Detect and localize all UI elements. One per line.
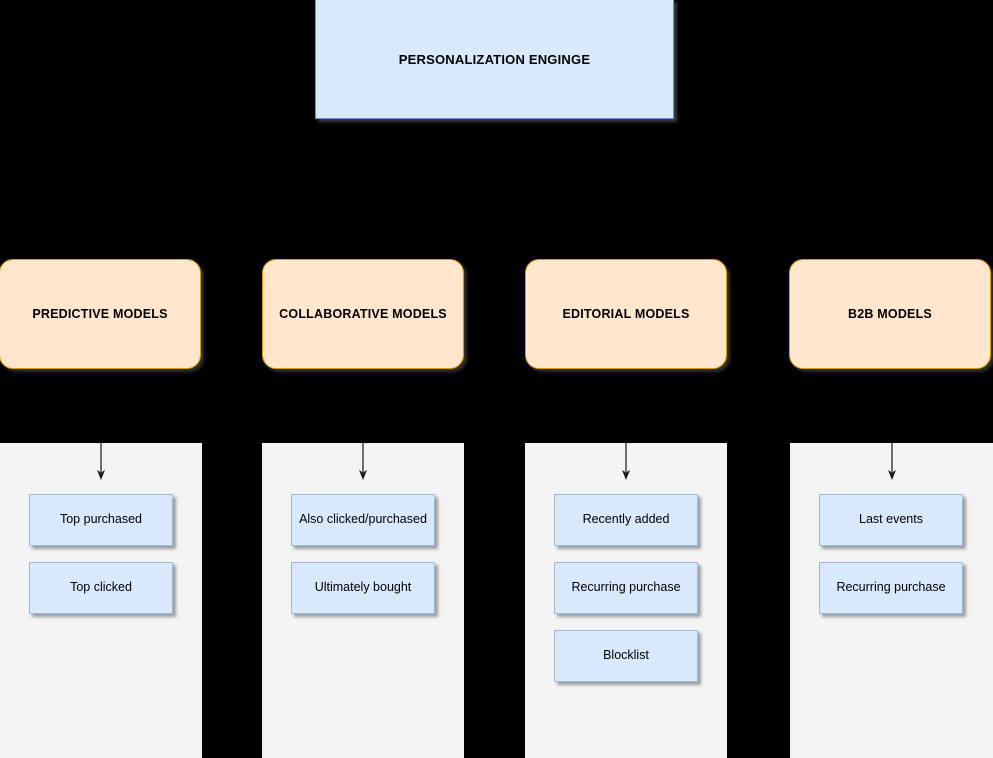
leaf-node[interactable]: Ultimately bought bbox=[291, 562, 435, 614]
node-editorial-models[interactable]: EDITORIAL MODELS bbox=[525, 259, 727, 369]
leaf-node[interactable]: Top clicked bbox=[29, 562, 173, 614]
node-b2b-models[interactable]: B2B MODELS bbox=[789, 259, 991, 369]
leaf-node-label: Last events bbox=[859, 512, 923, 527]
arrow-down-icon bbox=[359, 443, 367, 480]
leaf-list-editorial: Recently added Recurring purchase Blockl… bbox=[554, 494, 698, 682]
arrow-down-icon bbox=[97, 443, 105, 480]
leaf-node[interactable]: Also clicked/purchased bbox=[291, 494, 435, 546]
node-b2b-models-label: B2B MODELS bbox=[848, 307, 932, 321]
leaf-node[interactable]: Recently added bbox=[554, 494, 698, 546]
node-collaborative-models[interactable]: COLLABORATIVE MODELS bbox=[262, 259, 464, 369]
leaf-node-label: Blocklist bbox=[603, 648, 649, 663]
leaf-node[interactable]: Blocklist bbox=[554, 630, 698, 682]
node-personalization-engine-label: PERSONALIZATION ENGINGE bbox=[398, 51, 591, 67]
leaf-node-label: Top clicked bbox=[70, 580, 132, 595]
leaf-node-label: Ultimately bought bbox=[314, 580, 412, 595]
column-b2b-models: Last events Recurring purchase bbox=[790, 443, 993, 758]
leaf-list-predictive: Top purchased Top clicked bbox=[29, 494, 173, 614]
leaf-node[interactable]: Top purchased bbox=[29, 494, 173, 546]
leaf-list-b2b: Last events Recurring purchase bbox=[819, 494, 963, 614]
leaf-node-label: Top purchased bbox=[59, 512, 142, 527]
node-predictive-models-label: PREDICTIVE MODELS bbox=[32, 307, 168, 321]
column-editorial-models: Recently added Recurring purchase Blockl… bbox=[525, 443, 727, 758]
leaf-list-collaborative: Also clicked/purchased Ultimately bought bbox=[291, 494, 435, 614]
column-predictive-models: Top purchased Top clicked bbox=[0, 443, 202, 758]
leaf-node-label: Also clicked/purchased bbox=[299, 512, 427, 527]
node-personalization-engine[interactable]: PERSONALIZATION ENGINGE bbox=[315, 0, 674, 119]
leaf-node-label: Recurring purchase bbox=[571, 580, 681, 595]
node-editorial-models-label: EDITORIAL MODELS bbox=[562, 307, 690, 321]
arrow-down-icon bbox=[887, 443, 896, 480]
node-collaborative-models-label: COLLABORATIVE MODELS bbox=[279, 307, 447, 321]
arrow-down-icon bbox=[622, 443, 630, 480]
leaf-node[interactable]: Recurring purchase bbox=[554, 562, 698, 614]
leaf-node[interactable]: Recurring purchase bbox=[819, 562, 963, 614]
column-collaborative-models: Also clicked/purchased Ultimately bought bbox=[262, 443, 464, 758]
leaf-node[interactable]: Last events bbox=[819, 494, 963, 546]
node-predictive-models[interactable]: PREDICTIVE MODELS bbox=[0, 259, 201, 369]
leaf-node-label: Recurring purchase bbox=[836, 580, 946, 595]
leaf-node-label: Recently added bbox=[582, 512, 670, 527]
